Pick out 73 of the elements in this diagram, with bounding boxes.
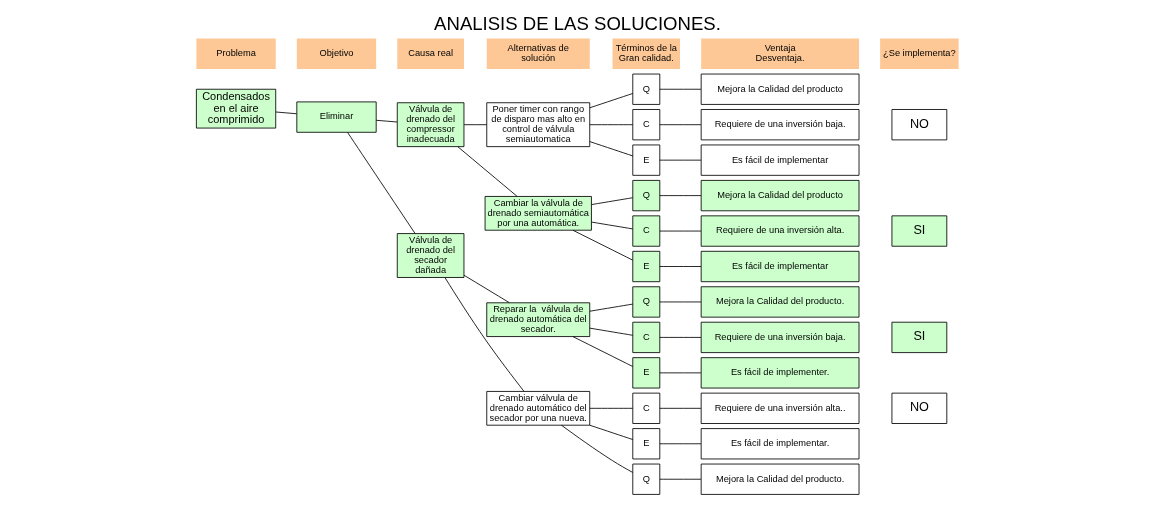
connector [463, 124, 488, 126]
node-box: Mejora la Calidad del producto. [700, 463, 860, 495]
node-box: C [632, 321, 661, 354]
node-box: Q [632, 286, 661, 318]
connector [591, 197, 634, 205]
node-box: Reparar la válvula de drenado automática del secador. [486, 302, 591, 337]
node-box: Requiere de una inversión alta.. [700, 392, 860, 424]
node-box: Es fácil de implementar. [700, 428, 860, 460]
connector [659, 372, 702, 374]
connector [659, 337, 702, 338]
connector [589, 124, 634, 126]
label: ¿Se implementa? [883, 48, 956, 59]
connector [375, 119, 398, 123]
node-box: Mejora la Calidad del producto [700, 73, 860, 105]
node-box: Cambiar la válvula de drenado semiautomática por una automática. [484, 196, 592, 231]
node-box: Es fácil de implementar [700, 250, 860, 283]
connector [659, 159, 702, 161]
node-box: C [632, 109, 661, 141]
connector [589, 93, 634, 109]
node-box: Q [632, 73, 661, 105]
node-box: Eliminar [296, 101, 377, 133]
label: Términos de la Gran calidad. [615, 43, 677, 64]
node-box: Q [632, 180, 661, 212]
node-box: Requiere de una inversión baja. [700, 109, 860, 141]
node-box: C [632, 392, 661, 424]
label: Objetivo [319, 48, 354, 59]
connector [659, 478, 702, 480]
connector [589, 327, 634, 336]
connector [659, 266, 702, 267]
node-box: Mejora la Calidad del producto [700, 180, 860, 212]
node-box: Cambiar válvula de drenado automático del secador por una nueva. [486, 391, 591, 426]
connector [572, 336, 634, 367]
connector [275, 111, 297, 115]
node-box: Q [632, 463, 661, 495]
connector [589, 424, 634, 440]
node-box: Válvula de drenado del compressor inadecuada [396, 102, 465, 148]
connector [589, 407, 634, 409]
node-box: NO [891, 109, 948, 141]
connector [347, 132, 416, 234]
connector [589, 303, 634, 312]
connector [589, 141, 634, 157]
node-box: NO [891, 392, 948, 424]
label: Ventaja Desventaja. [755, 43, 805, 64]
connector [463, 274, 510, 304]
connector [561, 424, 634, 473]
node-box: E [632, 428, 661, 460]
node-box: Válvula de drenado del secador dañada [396, 233, 465, 278]
connector [659, 195, 702, 196]
node-box: C [632, 215, 661, 247]
node-box: E [632, 250, 661, 283]
node-box: Condensados en el aire comprimido [195, 88, 277, 129]
label: Problema [216, 48, 256, 59]
connector [457, 146, 518, 197]
label: Alternativas de solución [507, 43, 569, 64]
connector [444, 277, 525, 392]
node-box: Poner timer con rango de disparo mas alto en control de válvula semiautomatica [486, 102, 591, 148]
node-box: E [632, 357, 661, 389]
node-box: SI [891, 321, 948, 354]
connector [591, 221, 634, 230]
label: Causa real [408, 48, 454, 59]
node-box: Es fácil de implementar [700, 144, 860, 176]
node-box: Requiere de una inversión baja. [700, 321, 860, 354]
node-box: SI [891, 215, 948, 247]
node-box: Es fácil de implementer. [700, 357, 860, 389]
connector [659, 443, 702, 445]
connector [659, 407, 702, 409]
node-box: Requiere de una inversión alta. [700, 215, 860, 247]
connector [572, 229, 634, 261]
diagram-title: ANALISIS DE LAS SOLUCIONES. [434, 12, 721, 34]
node-box: Mejora la Calidad del producto. [700, 286, 860, 318]
connector [659, 124, 702, 126]
connector [659, 88, 702, 90]
node-box: E [632, 144, 661, 176]
